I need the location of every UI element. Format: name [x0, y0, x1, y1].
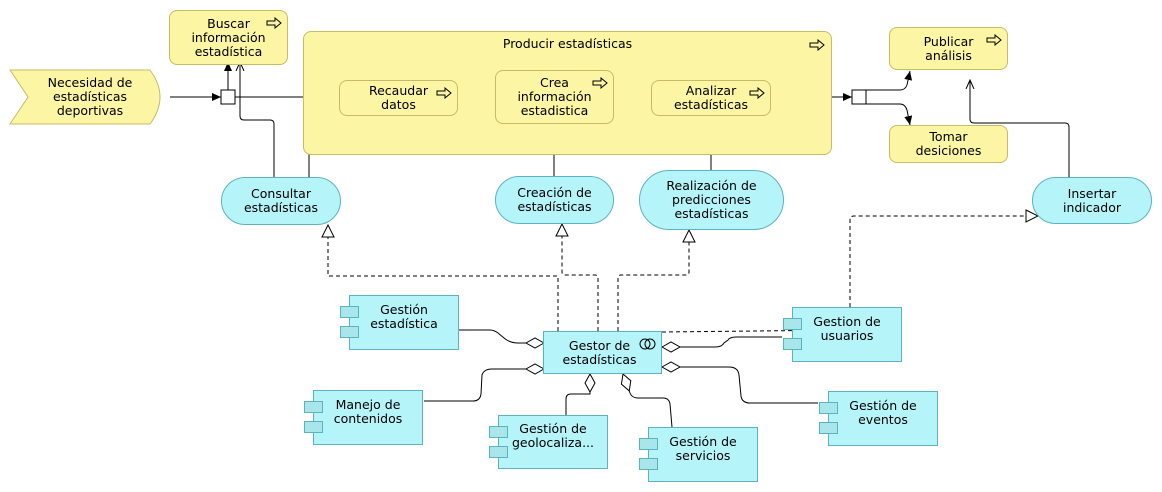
component-label: Gestión de servicios: [669, 433, 737, 463]
component-label: Gestión estadística: [370, 301, 438, 331]
junction-left: [220, 89, 236, 105]
component-icon: [489, 446, 508, 458]
component-manejo-contenidos[interactable]: Manejo de contenidos: [304, 390, 423, 445]
process-tomar-desiciones[interactable]: Tomar desiciones: [889, 125, 1008, 163]
process-label: Recaudar datos: [368, 83, 428, 112]
component-gestor-estadisticas[interactable]: Gestor de estadísticas: [543, 331, 662, 374]
process-label: Producir estadísticas: [502, 36, 633, 51]
process-label: Analizar estadísticas: [673, 83, 749, 112]
component-gestion-estadistica[interactable]: Gestión estadística: [340, 295, 459, 350]
component-icon: [304, 421, 323, 433]
service-consultar-estadisticas[interactable]: Consultar estadísticas: [221, 177, 341, 225]
component-icon: [304, 401, 323, 413]
component-gestion-usuarios[interactable]: Gestion de usuarios: [783, 307, 902, 362]
process-publicar-analisis[interactable]: Publicar análisis: [889, 27, 1008, 70]
process-buscar-informacion[interactable]: Buscar información estadística: [169, 10, 288, 65]
component-icon: [819, 422, 838, 434]
component-icon: [783, 338, 802, 350]
process-crea-informacion[interactable]: Crea información estadistica: [495, 70, 614, 124]
component-icon: [340, 326, 359, 338]
process-recaudar-datos[interactable]: Recaudar datos: [339, 80, 458, 116]
service-label: Realización de predicciones estadísticas: [666, 178, 757, 221]
component-gestion-servicios[interactable]: Gestión de servicios: [639, 427, 758, 482]
process-arrow-icon: [809, 39, 825, 51]
junction-right: [851, 89, 867, 105]
component-icon: [819, 402, 838, 414]
interface-circles-icon: [639, 338, 656, 350]
component-gestion-geolocalizacion[interactable]: Gestión de geolocaliza...: [489, 415, 608, 469]
process-label: Buscar información estadística: [191, 15, 266, 59]
aggregation-relations: [424, 329, 818, 428]
component-icon: [639, 438, 658, 450]
component-label: Gestor de estadísticas: [562, 337, 637, 367]
component-icon: [489, 426, 508, 438]
component-icon: [783, 318, 802, 330]
component-label: Gestión de geolocaliza...: [511, 421, 594, 450]
component-icon: [340, 306, 359, 318]
process-analizar-estadisticas[interactable]: Analizar estadísticas: [651, 80, 771, 116]
service-label: Insertar indicador: [1062, 185, 1122, 215]
component-label: Gestion de usuarios: [813, 313, 881, 343]
process-label: Tomar desiciones: [915, 129, 982, 158]
component-icon: [639, 458, 658, 470]
component-label: Gestión de eventos: [849, 397, 917, 427]
component-label: Manejo de contenidos: [333, 396, 403, 426]
process-arrow-icon: [749, 87, 765, 99]
service-insertar-indicador[interactable]: Insertar indicador: [1032, 177, 1152, 224]
process-arrow-icon: [436, 87, 452, 99]
business-event-shape: [9, 69, 161, 125]
process-label: Crea información estadistica: [517, 75, 592, 118]
process-arrow-icon: [986, 34, 1002, 46]
service-label: Creación de estadísticas: [517, 185, 592, 214]
process-arrow-icon: [592, 77, 608, 89]
component-gestion-eventos[interactable]: Gestión de eventos: [819, 391, 938, 446]
service-label: Consultar estadísticas: [243, 186, 319, 215]
service-realizacion-predicciones[interactable]: Realización de predicciones estadísticas: [639, 170, 784, 230]
service-creacion-estadisticas[interactable]: Creación de estadísticas: [495, 176, 614, 224]
process-label: Publicar análisis: [923, 33, 974, 63]
process-arrow-icon: [266, 17, 282, 29]
